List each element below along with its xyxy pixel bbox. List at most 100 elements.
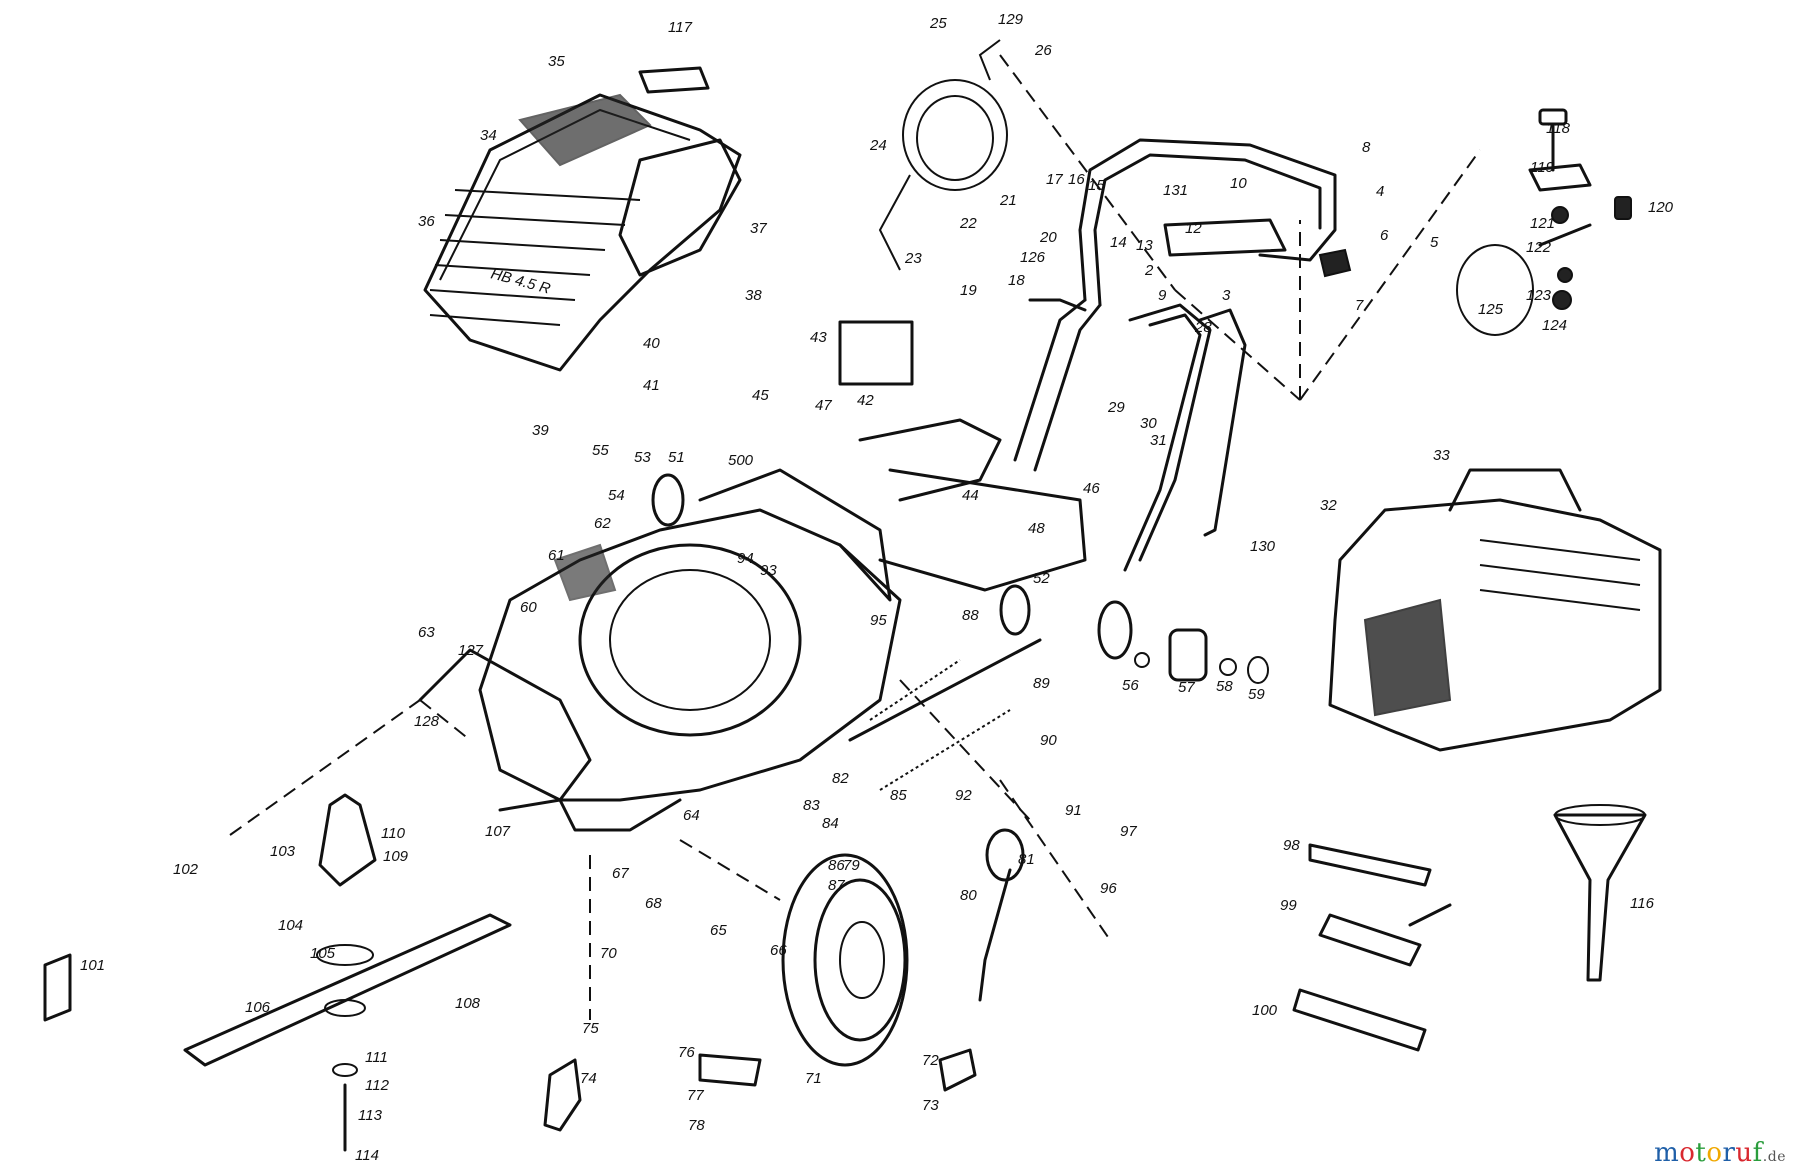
- upper-cover: [423, 93, 742, 372]
- part-label: 73: [922, 1097, 939, 1114]
- part-label: 57: [1178, 679, 1195, 696]
- bracket: [43, 953, 72, 1022]
- part-label: 91: [1065, 802, 1082, 819]
- part-label: 58: [1216, 678, 1233, 695]
- part-label: 129: [998, 11, 1024, 28]
- label-plate: [638, 66, 710, 94]
- part-label: 76: [678, 1044, 695, 1061]
- part-label: 30: [1140, 415, 1157, 432]
- part-label: 22: [959, 215, 977, 232]
- part-label: 96: [1100, 880, 1117, 897]
- part-label: 81: [1018, 851, 1035, 868]
- part-label: 83: [803, 797, 820, 814]
- part-label: 108: [455, 995, 481, 1012]
- part-label: 114: [355, 1147, 379, 1164]
- part-label: 40: [643, 335, 660, 352]
- part-label: 8: [1362, 139, 1371, 156]
- part-label: 44: [962, 487, 979, 504]
- part-label: 59: [1248, 686, 1265, 703]
- part-label: 23: [904, 250, 922, 267]
- part-label: 118: [1546, 120, 1571, 137]
- part-label: 117: [668, 19, 693, 36]
- part-label: 128: [414, 713, 440, 730]
- part-label: 124: [1542, 317, 1567, 334]
- part-label: 122: [1526, 239, 1552, 256]
- part-label: 79: [843, 857, 860, 874]
- part-label: 110: [381, 825, 406, 842]
- part-label: 21: [999, 192, 1017, 209]
- part-label: 35: [548, 53, 565, 70]
- part-label: 66: [770, 942, 787, 959]
- mower-deck: [418, 418, 1087, 832]
- part-label: 105: [310, 945, 336, 962]
- axle-springs: [848, 638, 1042, 791]
- part-label: 98: [1283, 837, 1300, 854]
- part-label: 74: [580, 1070, 597, 1087]
- blade-assembly: [183, 793, 512, 1152]
- part-label: 32: [1320, 497, 1337, 514]
- part-label: 39: [532, 422, 549, 439]
- part-label: 14: [1110, 234, 1127, 251]
- part-label: 41: [643, 377, 660, 394]
- part-label: 5: [1430, 234, 1439, 251]
- part-label: 38: [745, 287, 762, 304]
- part-label: 111: [365, 1049, 388, 1066]
- part-label: 131: [1163, 182, 1188, 199]
- part-label: 92: [955, 787, 972, 804]
- part-label: 51: [668, 449, 685, 466]
- height-lever: [978, 828, 1025, 1002]
- part-label: 95: [870, 612, 887, 629]
- part-label: 112: [365, 1077, 390, 1094]
- part-label: 17: [1046, 171, 1063, 188]
- part-label: 94: [737, 550, 754, 567]
- part-label: 102: [173, 861, 199, 878]
- part-label: 42: [857, 392, 874, 409]
- part-label: 72: [922, 1052, 939, 1069]
- part-label: 71: [805, 1070, 822, 1087]
- rear-left-wheel: [651, 473, 685, 527]
- part-label: 78: [688, 1117, 705, 1134]
- part-label: 63: [418, 624, 435, 641]
- part-label: 75: [582, 1020, 599, 1037]
- part-label: 31: [1150, 432, 1167, 449]
- part-label: 100: [1252, 1002, 1278, 1019]
- part-label: 9: [1158, 287, 1167, 304]
- part-label: 29: [1107, 399, 1125, 416]
- handle-assembly: [1013, 138, 1352, 572]
- part-label: 107: [485, 823, 511, 840]
- part-label: 20: [1039, 229, 1057, 246]
- part-label: 61: [548, 547, 565, 564]
- part-label: 82: [832, 770, 849, 787]
- part-label: 2: [1144, 262, 1154, 279]
- part-label: 62: [594, 515, 611, 532]
- part-label: 109: [383, 848, 409, 865]
- part-label: 34: [480, 127, 497, 144]
- part-label: 77: [687, 1087, 704, 1104]
- part-label: 126: [1020, 249, 1046, 266]
- part-label: 99: [1280, 897, 1297, 914]
- part-label: 113: [358, 1107, 383, 1124]
- funnel: [1553, 804, 1647, 982]
- part-label: 53: [634, 449, 651, 466]
- part-label: 52: [1033, 570, 1050, 587]
- part-label: 7: [1355, 297, 1364, 314]
- part-label: 4: [1376, 183, 1384, 200]
- part-label: 119: [1530, 159, 1555, 176]
- part-label: 67: [612, 865, 629, 882]
- watermark: motoruf.de: [1654, 1138, 1786, 1168]
- part-label: 6: [1380, 227, 1389, 244]
- part-label: 70: [600, 945, 617, 962]
- part-label: 13: [1136, 237, 1153, 254]
- part-label: 121: [1530, 215, 1555, 232]
- lower-small-parts: [543, 1048, 977, 1132]
- part-label: 18: [1008, 272, 1025, 289]
- part-label: 65: [710, 922, 727, 939]
- part-label: 125: [1478, 301, 1504, 318]
- part-label: 103: [270, 843, 296, 860]
- part-label: 26: [1034, 42, 1052, 59]
- part-label: 130: [1250, 538, 1276, 555]
- part-label: 104: [278, 917, 303, 934]
- part-label: 90: [1040, 732, 1057, 749]
- part-label: 36: [418, 213, 435, 230]
